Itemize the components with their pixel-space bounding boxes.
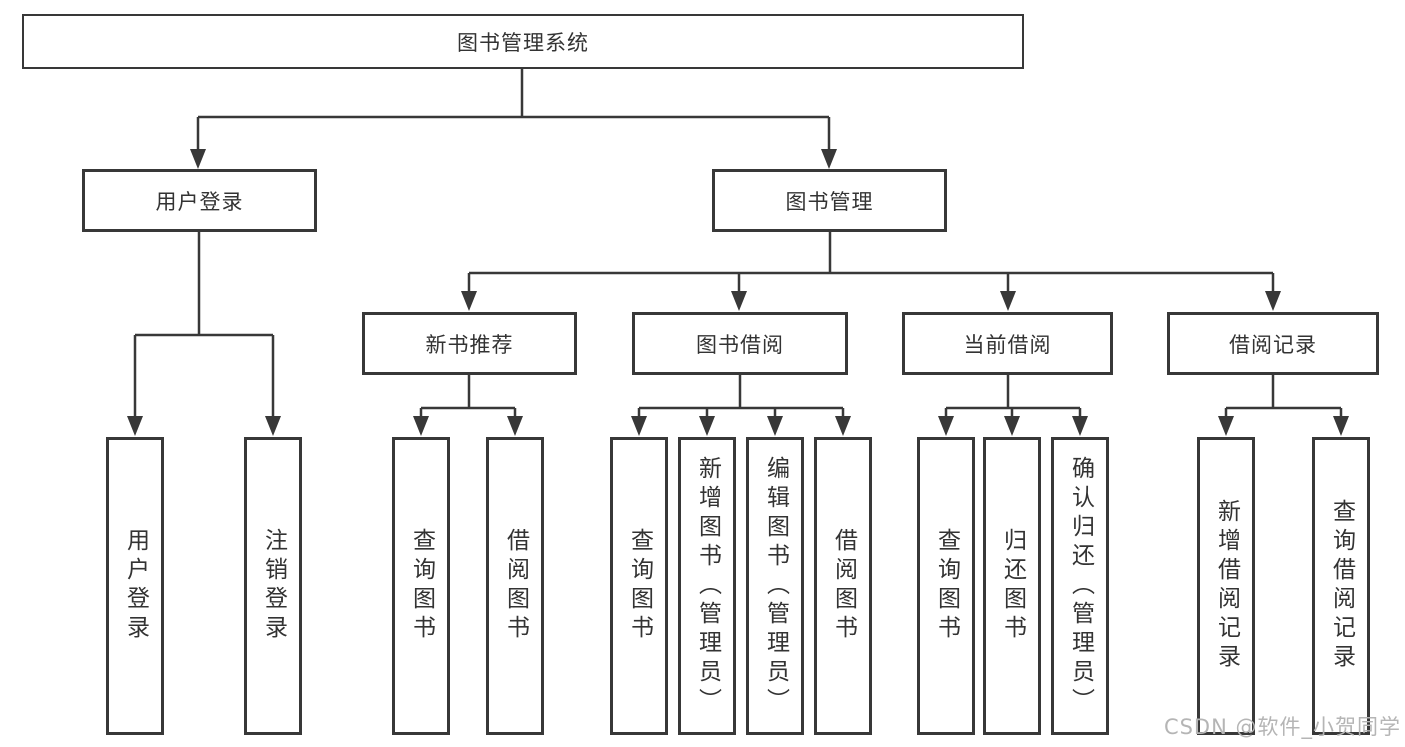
arrowhead-down-icon (767, 416, 783, 436)
leaf-logout-label: 注销登录 (260, 528, 287, 644)
leaf-query-books-recommend-label: 查询图书 (408, 528, 435, 644)
leaf-query-books-current: 查询图书 (917, 437, 975, 735)
csdn-watermark: CSDN @软件_小贺同学 (1163, 715, 1401, 739)
node-borrow-records-label: 借阅记录 (1229, 332, 1317, 357)
leaf-return-book: 归还图书 (983, 437, 1041, 735)
arrowhead-down-icon (190, 149, 206, 169)
arrowhead-down-icon (265, 416, 281, 436)
node-book-management-label: 图书管理 (785, 189, 874, 214)
node-root-label: 图书管理系统 (457, 30, 589, 55)
arrowhead-down-icon (127, 416, 143, 436)
node-new-book-recommend: 新书推荐 (362, 312, 577, 375)
arrowhead-down-icon (1218, 416, 1234, 436)
leaf-query-books-current-label: 查询图书 (933, 528, 960, 644)
arrowhead-down-icon (1004, 416, 1020, 436)
leaf-confirm-return-admin: 确认归还（管理员） (1051, 437, 1109, 735)
node-user-login: 用户登录 (82, 169, 317, 232)
leaf-user-login: 用户登录 (106, 437, 164, 735)
node-book-management: 图书管理 (712, 169, 947, 232)
node-current-borrow-label: 当前借阅 (963, 332, 1052, 357)
arrowhead-down-icon (1072, 416, 1088, 436)
arrowhead-down-icon (461, 291, 477, 311)
leaf-add-book-admin-label: 新增图书（管理员） (694, 455, 721, 717)
arrowhead-down-icon (631, 416, 647, 436)
leaf-query-borrow-record-label: 查询借阅记录 (1328, 499, 1355, 673)
node-current-borrow: 当前借阅 (902, 312, 1113, 375)
leaf-query-books-borrow-label: 查询图书 (626, 528, 653, 644)
leaf-borrow-books: 借阅图书 (814, 437, 872, 735)
arrowhead-down-icon (821, 149, 837, 169)
leaf-borrow-books-recommend: 借阅图书 (486, 437, 544, 735)
leaf-user-login-label: 用户登录 (122, 528, 149, 644)
arrowhead-down-icon (1265, 291, 1281, 311)
arrowhead-down-icon (1000, 291, 1016, 311)
node-new-book-recommend-label: 新书推荐 (425, 332, 514, 357)
arrowhead-down-icon (1333, 416, 1349, 436)
arrowhead-down-icon (413, 416, 429, 436)
node-user-login-label: 用户登录 (155, 189, 244, 214)
arrowhead-down-icon (731, 291, 747, 311)
leaf-add-borrow-record-label: 新增借阅记录 (1213, 499, 1240, 673)
leaf-query-borrow-record: 查询借阅记录 (1312, 437, 1370, 735)
leaf-confirm-return-admin-label: 确认归还（管理员） (1067, 455, 1094, 717)
node-borrow-records: 借阅记录 (1167, 312, 1379, 375)
arrowhead-down-icon (835, 416, 851, 436)
leaf-add-book-admin: 新增图书（管理员） (678, 437, 736, 735)
leaf-edit-book-admin-label: 编辑图书（管理员） (762, 455, 789, 717)
leaf-query-books-borrow: 查询图书 (610, 437, 668, 735)
leaf-logout: 注销登录 (244, 437, 302, 735)
leaf-edit-book-admin: 编辑图书（管理员） (746, 437, 804, 735)
arrowhead-down-icon (507, 416, 523, 436)
leaf-query-books-recommend: 查询图书 (392, 437, 450, 735)
node-book-borrow-label: 图书借阅 (696, 332, 784, 357)
leaf-borrow-books-label: 借阅图书 (830, 528, 857, 644)
node-book-borrow: 图书借阅 (632, 312, 848, 375)
leaf-borrow-books-recommend-label: 借阅图书 (502, 528, 529, 644)
leaf-add-borrow-record: 新增借阅记录 (1197, 437, 1255, 735)
arrowhead-down-icon (699, 416, 715, 436)
arrowhead-down-icon (938, 416, 954, 436)
connector-paths (133, 69, 1343, 419)
leaf-return-book-label: 归还图书 (999, 528, 1026, 644)
node-root: 图书管理系统 (22, 14, 1024, 69)
